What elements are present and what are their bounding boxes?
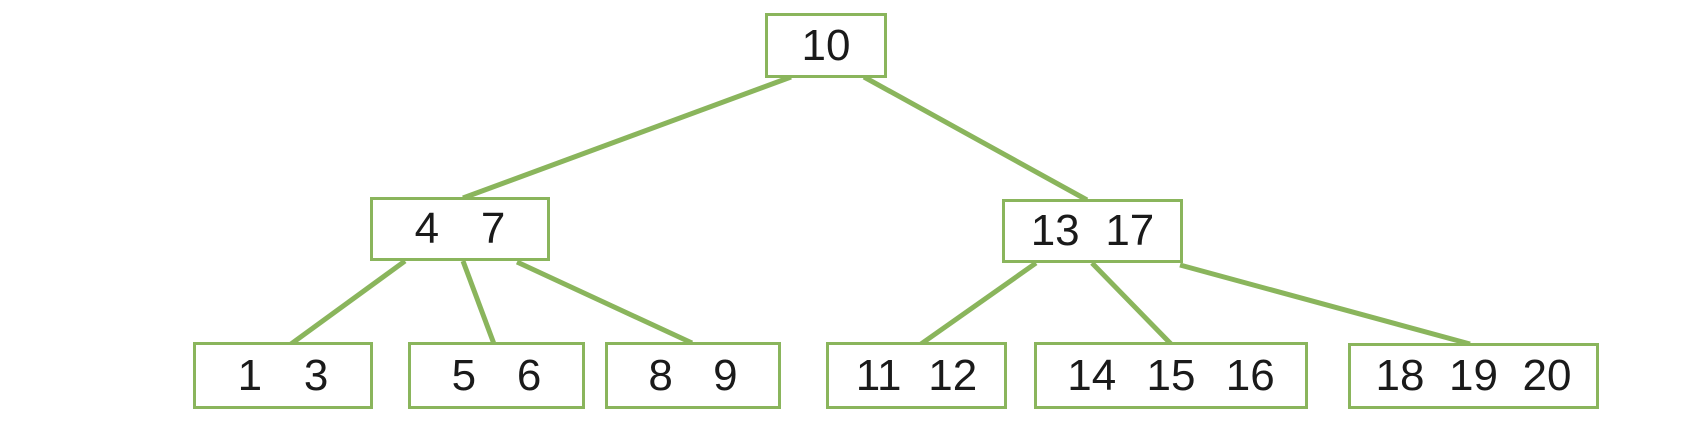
node-key: 14 <box>1067 350 1117 400</box>
node-key: 6 <box>516 350 542 400</box>
node-key: 16 <box>1225 350 1275 400</box>
node-key: 11 <box>855 350 902 400</box>
node-key: 15 <box>1146 350 1196 400</box>
tree-edge-right-leaf5 <box>1090 261 1173 346</box>
node-key: 17 <box>1105 206 1155 255</box>
tree-edge-right-leaf6 <box>1179 262 1471 347</box>
tree-edge-root-internal-right <box>862 74 1089 203</box>
btree-node-root: 10 <box>765 13 887 78</box>
node-key: 8 <box>648 350 673 400</box>
node-key: 7 <box>480 204 506 253</box>
node-key: 18 <box>1375 351 1425 400</box>
node-key: 1 <box>237 350 263 400</box>
tree-edge-root-internal-left <box>462 74 792 201</box>
node-key: 3 <box>303 350 329 400</box>
node-key: 10 <box>801 20 851 70</box>
btree-node-leaf-6: 18 19 20 <box>1348 343 1599 409</box>
node-key: 4 <box>414 204 440 253</box>
node-key: 13 <box>1030 206 1080 255</box>
node-key: 19 <box>1449 351 1498 400</box>
btree-node-leaf-5: 14 15 16 <box>1034 342 1308 409</box>
tree-edge-left-leaf2 <box>460 260 497 345</box>
btree-node-internal-right: 13 17 <box>1002 199 1183 263</box>
node-key: 12 <box>928 350 978 400</box>
tree-edge-left-leaf1 <box>289 258 407 347</box>
node-key: 5 <box>451 350 477 400</box>
node-key: 9 <box>713 350 738 400</box>
node-key: 20 <box>1522 351 1572 400</box>
tree-edge-left-leaf3 <box>515 259 694 346</box>
tree-edge-right-leaf4 <box>919 260 1038 347</box>
btree-node-leaf-4: 11 12 <box>826 342 1007 409</box>
